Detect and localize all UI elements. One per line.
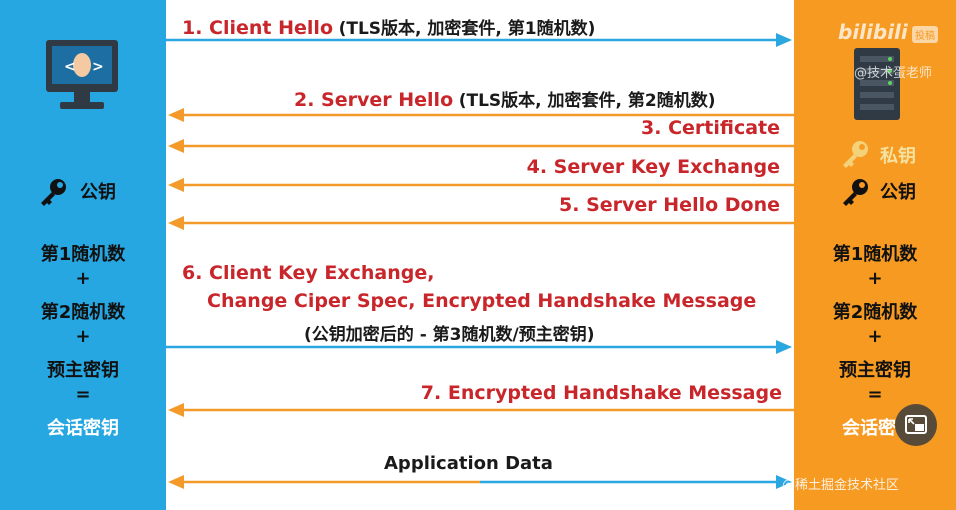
- server-random-2: 第2随机数: [832, 302, 918, 323]
- client-public-key-label: 公钥: [80, 182, 116, 203]
- server-public-key-label: 公钥: [880, 182, 916, 203]
- server-equals: =: [867, 384, 883, 405]
- arrowhead-encrypted-handshake: [168, 403, 184, 417]
- server-random-1: 第1随机数: [832, 244, 918, 265]
- arrowhead-certificate: [168, 139, 184, 153]
- msg-client-key-exchange-line2: Change Ciper Spec, Encrypted Handshake M…: [207, 290, 757, 312]
- msg-server-hello: 2. Server Hello (TLS版本, 加密套件, 第2随机数): [294, 86, 716, 111]
- server-plus-2: +: [867, 326, 883, 347]
- msg-application-data: Application Data: [384, 453, 553, 474]
- msg-encrypted-handshake: 7. Encrypted Handshake Message: [420, 382, 782, 404]
- msg-client-key-exchange-line1: 6. Client Key Exchange,: [182, 262, 435, 284]
- arrowhead-client-hello: [776, 33, 792, 47]
- computer-icon: < >: [46, 40, 118, 109]
- msg-client-key-exchange-detail: (公钥加密后的 - 第3随机数/预主密钥): [304, 325, 595, 345]
- upload-badge: 投稿: [912, 26, 938, 43]
- server-premaster-secret: 预主密钥: [839, 360, 911, 381]
- server-session-key: 会话密: [842, 418, 896, 439]
- msg-client-hello-title: 1. Client Hello: [182, 17, 333, 39]
- msg-client-hello: 1. Client Hello (TLS版本, 加密套件, 第1随机数): [182, 14, 595, 39]
- client-plus-2: +: [75, 326, 91, 347]
- client-random-1: 第1随机数: [40, 244, 126, 265]
- key-icon: [41, 179, 66, 206]
- client-plus-1: +: [75, 268, 91, 289]
- svg-text:>: >: [92, 59, 104, 75]
- pip-icon: [905, 415, 927, 434]
- msg-server-hello-done: 5. Server Hello Done: [559, 194, 780, 216]
- pip-button[interactable]: [895, 404, 937, 446]
- msg-client-hello-detail: (TLS版本, 加密套件, 第1随机数): [338, 19, 596, 39]
- arrowhead-server-key-exchange: [168, 178, 184, 192]
- private-key-icon: [843, 141, 868, 168]
- bilibili-watermark: bilibili: [838, 20, 908, 44]
- client-session-key: 会话密钥: [47, 418, 119, 439]
- arrowhead-server-hello-done: [168, 216, 184, 230]
- client-premaster-secret: 预主密钥: [47, 360, 119, 381]
- arrowhead-app-data-right: [776, 475, 792, 489]
- msg-server-key-exchange: 4. Server Key Exchange: [526, 156, 780, 178]
- server-plus-1: +: [867, 268, 883, 289]
- author-watermark: @技术蛋老师: [854, 66, 933, 81]
- msg-server-hello-detail: (TLS版本, 加密套件, 第2随机数): [458, 91, 716, 111]
- key-icon: [843, 179, 868, 206]
- arrowhead-server-hello: [168, 108, 184, 122]
- juejin-watermark: @稀土掘金技术社区: [782, 478, 900, 493]
- server-private-key-label: 私钥: [880, 146, 916, 167]
- arrowhead-app-data-left: [168, 475, 184, 489]
- arrowhead-client-key-exchange: [776, 340, 792, 354]
- svg-text:<: <: [64, 59, 76, 75]
- msg-certificate: 3. Certificate: [641, 117, 780, 139]
- client-equals: =: [75, 384, 91, 405]
- msg-server-hello-title: 2. Server Hello: [294, 89, 454, 111]
- server-icon: [854, 48, 900, 120]
- client-random-2: 第2随机数: [40, 302, 126, 323]
